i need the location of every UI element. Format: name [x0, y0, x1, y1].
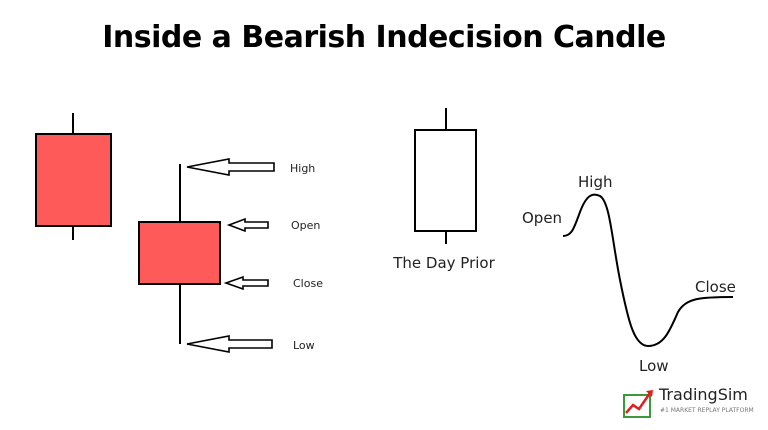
- path-label-low: Low: [639, 357, 669, 375]
- path-label-high: High: [578, 173, 612, 191]
- bearish-candle-left: [35, 113, 112, 240]
- logo-chart-icon: [623, 390, 653, 418]
- label-open: Open: [291, 219, 320, 232]
- label-low: Low: [293, 339, 315, 352]
- tradingsim-logo: TradingSim #1 MARKET REPLAY PLATFORM: [622, 385, 762, 425]
- path-label-close: Close: [695, 278, 736, 296]
- arrow-low: [186, 335, 273, 353]
- price-path: [562, 193, 734, 348]
- path-label-open: Open: [522, 209, 562, 227]
- arrow-close: [223, 275, 269, 291]
- label-high: High: [290, 162, 315, 175]
- label-day-prior: The Day Prior: [392, 254, 495, 272]
- arrow-high: [186, 158, 275, 176]
- inside-candle: [138, 164, 221, 344]
- label-close: Close: [293, 277, 323, 290]
- logo-tagline: #1 MARKET REPLAY PLATFORM: [660, 407, 754, 414]
- logo-name: TradingSim: [659, 385, 748, 404]
- page-title: Inside a Bearish Indecision Candle: [102, 20, 666, 55]
- prior-day-candle: [414, 108, 477, 244]
- arrow-open: [226, 217, 269, 233]
